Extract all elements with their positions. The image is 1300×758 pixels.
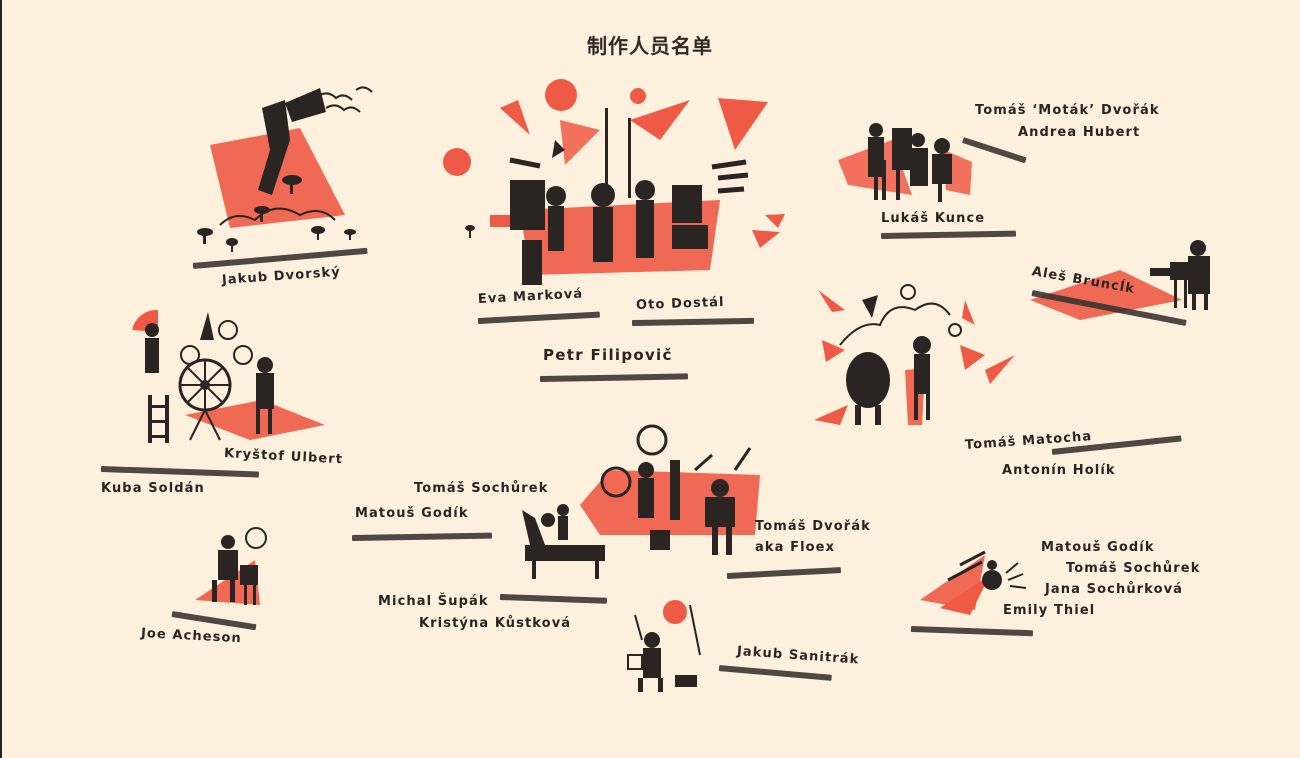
- credit-name: Andrea Hubert: [1018, 125, 1141, 140]
- painter-easel-icon: [195, 527, 267, 605]
- fighting-creatures-icon: [838, 123, 972, 202]
- credit-name: Matouš Godík: [1041, 540, 1155, 555]
- credit-name: Matouš Godík: [355, 506, 469, 521]
- musicians-band-icon: [522, 424, 760, 579]
- credit-name: Oto Dostál: [635, 294, 725, 313]
- credit-name: Antonín Holík: [1002, 463, 1116, 478]
- camera-operator-icon: [1030, 240, 1210, 320]
- page-title: 制作人员名单: [587, 34, 713, 58]
- explosion-characters-icon: [814, 284, 1015, 425]
- credit-name: Kuba Soldán: [101, 481, 205, 496]
- credit-name: Emily Thiel: [1003, 603, 1096, 618]
- credit-name: Lukáš Kunce: [881, 211, 986, 226]
- credit-name: Petr Filipovič: [543, 346, 673, 364]
- sound-horn-robot-icon: [920, 550, 1027, 615]
- credit-name: Tomáš Dvořák: [755, 519, 871, 534]
- megaphone-herald-mushrooms-icon: [197, 86, 373, 252]
- juggler-icon: [627, 600, 701, 692]
- wheel-machine-icon: [132, 309, 325, 443]
- credit-name: aka Floex: [755, 540, 836, 555]
- credit-name: Jana Sochůrková: [1045, 582, 1184, 597]
- credit-name: Michal Šupák: [378, 594, 489, 609]
- credit-name: Kristýna Kůstková: [419, 616, 572, 631]
- credit-name: Tomáš Sochůrek: [1066, 561, 1201, 576]
- credit-name: Tomáš Sochůrek: [414, 481, 549, 496]
- crowd-with-flags-icon: [443, 79, 785, 285]
- frame-border: [0, 0, 2, 758]
- credit-name: Tomáš ‘Moták’ Dvořák: [975, 103, 1160, 118]
